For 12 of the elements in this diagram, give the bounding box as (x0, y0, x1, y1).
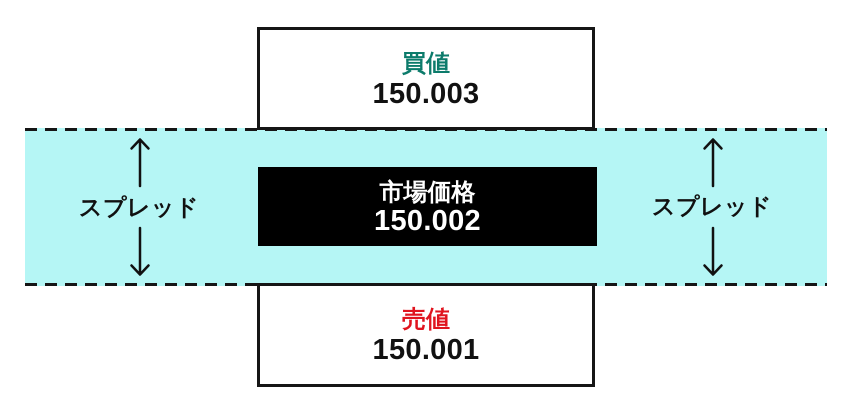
price-value: 150.003 (372, 78, 480, 108)
spread-band (25, 128, 827, 286)
market-price-box (258, 167, 597, 246)
price-heading: 買値 (402, 48, 450, 78)
spread-label: スプレッド (79, 194, 199, 220)
price-heading: 売値 (402, 305, 450, 335)
price-value: 150.002 (374, 206, 481, 234)
price-box (257, 283, 595, 387)
price-heading: 市場価格 (380, 178, 476, 206)
spread-label: スプレッド (652, 192, 772, 220)
price-box (257, 27, 595, 130)
price-value: 150.001 (372, 335, 480, 366)
